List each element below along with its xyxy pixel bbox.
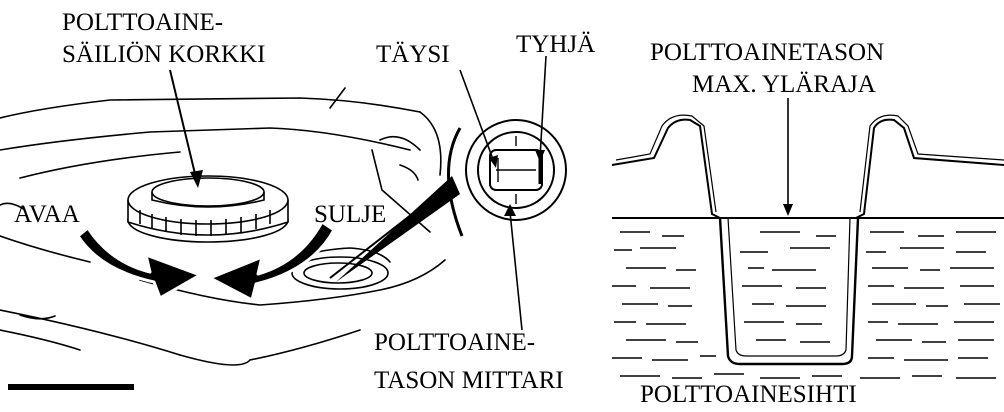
fuel-gauge-drawing	[448, 120, 566, 236]
gauge-leader-wedge	[336, 176, 460, 282]
cap-leader-line	[170, 70, 196, 178]
maxlevel-label-line1: POLTTOAINETASON	[650, 39, 884, 66]
full-label: TÄYSI	[376, 41, 450, 68]
fuel-cap-drawing	[128, 176, 288, 242]
strainer-label: POLTTOAINESIHTI	[640, 381, 857, 407]
strainer-basket	[720, 218, 858, 364]
empty-label: TYHJÄ	[516, 31, 595, 58]
cap-label-line1: POLTTOAINE-	[62, 9, 223, 36]
tank-top-profile	[612, 120, 720, 218]
scale-bar	[8, 384, 134, 390]
maxlevel-label-line2: MAX. YLÄRAJA	[692, 71, 876, 98]
maxlevel-leader-arrowhead	[783, 204, 793, 216]
tank-fuel-section	[612, 115, 1004, 378]
gauge-label-leader-line	[510, 212, 522, 330]
open-label: AVAA	[14, 201, 80, 228]
close-label: SULJE	[314, 201, 386, 228]
gauge-label-line2: TASON MITTARI	[374, 367, 564, 394]
cap-label-line2: SÄILIÖN KORKKI	[62, 41, 265, 68]
gauge-label-line1: POLTTOAINE-	[374, 329, 535, 356]
